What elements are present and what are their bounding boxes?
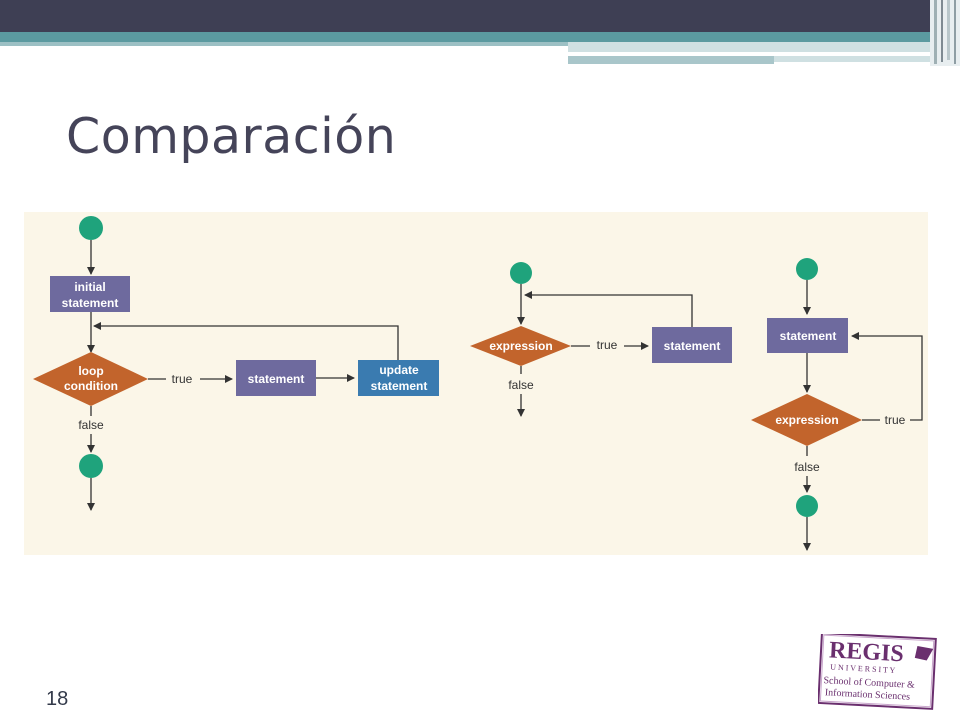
for-update-label-1: update — [379, 363, 419, 377]
loop-comparison-diagram: initial statement loop condition true st… — [33, 216, 923, 551]
dowhile-statement-label: statement — [780, 329, 837, 343]
for-update-statement-box — [358, 360, 439, 396]
flowchart-panel: initial statement loop condition true st… — [24, 212, 928, 555]
header-banner — [0, 0, 960, 66]
do-while-loop-flowchart: statement expression true false — [751, 258, 923, 551]
for-true-label: true — [172, 372, 193, 386]
logo-subtitle: U N I V E R S I T Y — [830, 662, 896, 674]
dowhile-statement-box — [767, 318, 848, 353]
dowhile-false-label: false — [794, 460, 820, 474]
while-expression-diamond — [470, 326, 571, 366]
regis-university-logo: REGIS U N I V E R S I T Y School of Comp… — [818, 634, 937, 710]
for-initial-label-1: initial — [74, 280, 105, 294]
for-condition-label-1: loop — [78, 364, 103, 378]
for-end-node — [79, 454, 103, 478]
for-loop-condition-diamond — [33, 352, 148, 406]
for-condition-label-2: condition — [64, 379, 118, 393]
while-expression-label: expression — [489, 339, 552, 353]
slide-title: Comparación — [66, 108, 397, 165]
for-false-label: false — [78, 418, 104, 432]
while-start-node — [510, 262, 532, 284]
page-number: 18 — [46, 688, 69, 710]
dowhile-start-node — [796, 258, 818, 280]
for-start-node — [79, 216, 103, 240]
dowhile-end-node — [796, 495, 818, 517]
dowhile-expression-label: expression — [775, 413, 838, 427]
for-statement-box — [236, 360, 316, 396]
dowhile-true-label: true — [885, 413, 906, 427]
while-true-label: true — [597, 338, 618, 352]
for-loop-flowchart: initial statement loop condition true st… — [33, 216, 439, 511]
dowhile-expression-diamond — [751, 394, 862, 446]
logo-line2: Information Sciences — [825, 687, 911, 702]
logo-line1: School of Computer & — [823, 675, 915, 691]
logo-name: REGIS — [828, 637, 904, 667]
while-statement-box — [652, 327, 732, 363]
while-statement-label: statement — [664, 339, 721, 353]
for-statement-label: statement — [248, 372, 305, 386]
for-initial-label-2: statement — [62, 296, 119, 310]
while-false-label: false — [508, 378, 534, 392]
for-update-label-2: statement — [371, 379, 428, 393]
while-loop-flowchart: expression true statement false — [470, 262, 732, 417]
for-initial-statement-box — [50, 276, 130, 312]
